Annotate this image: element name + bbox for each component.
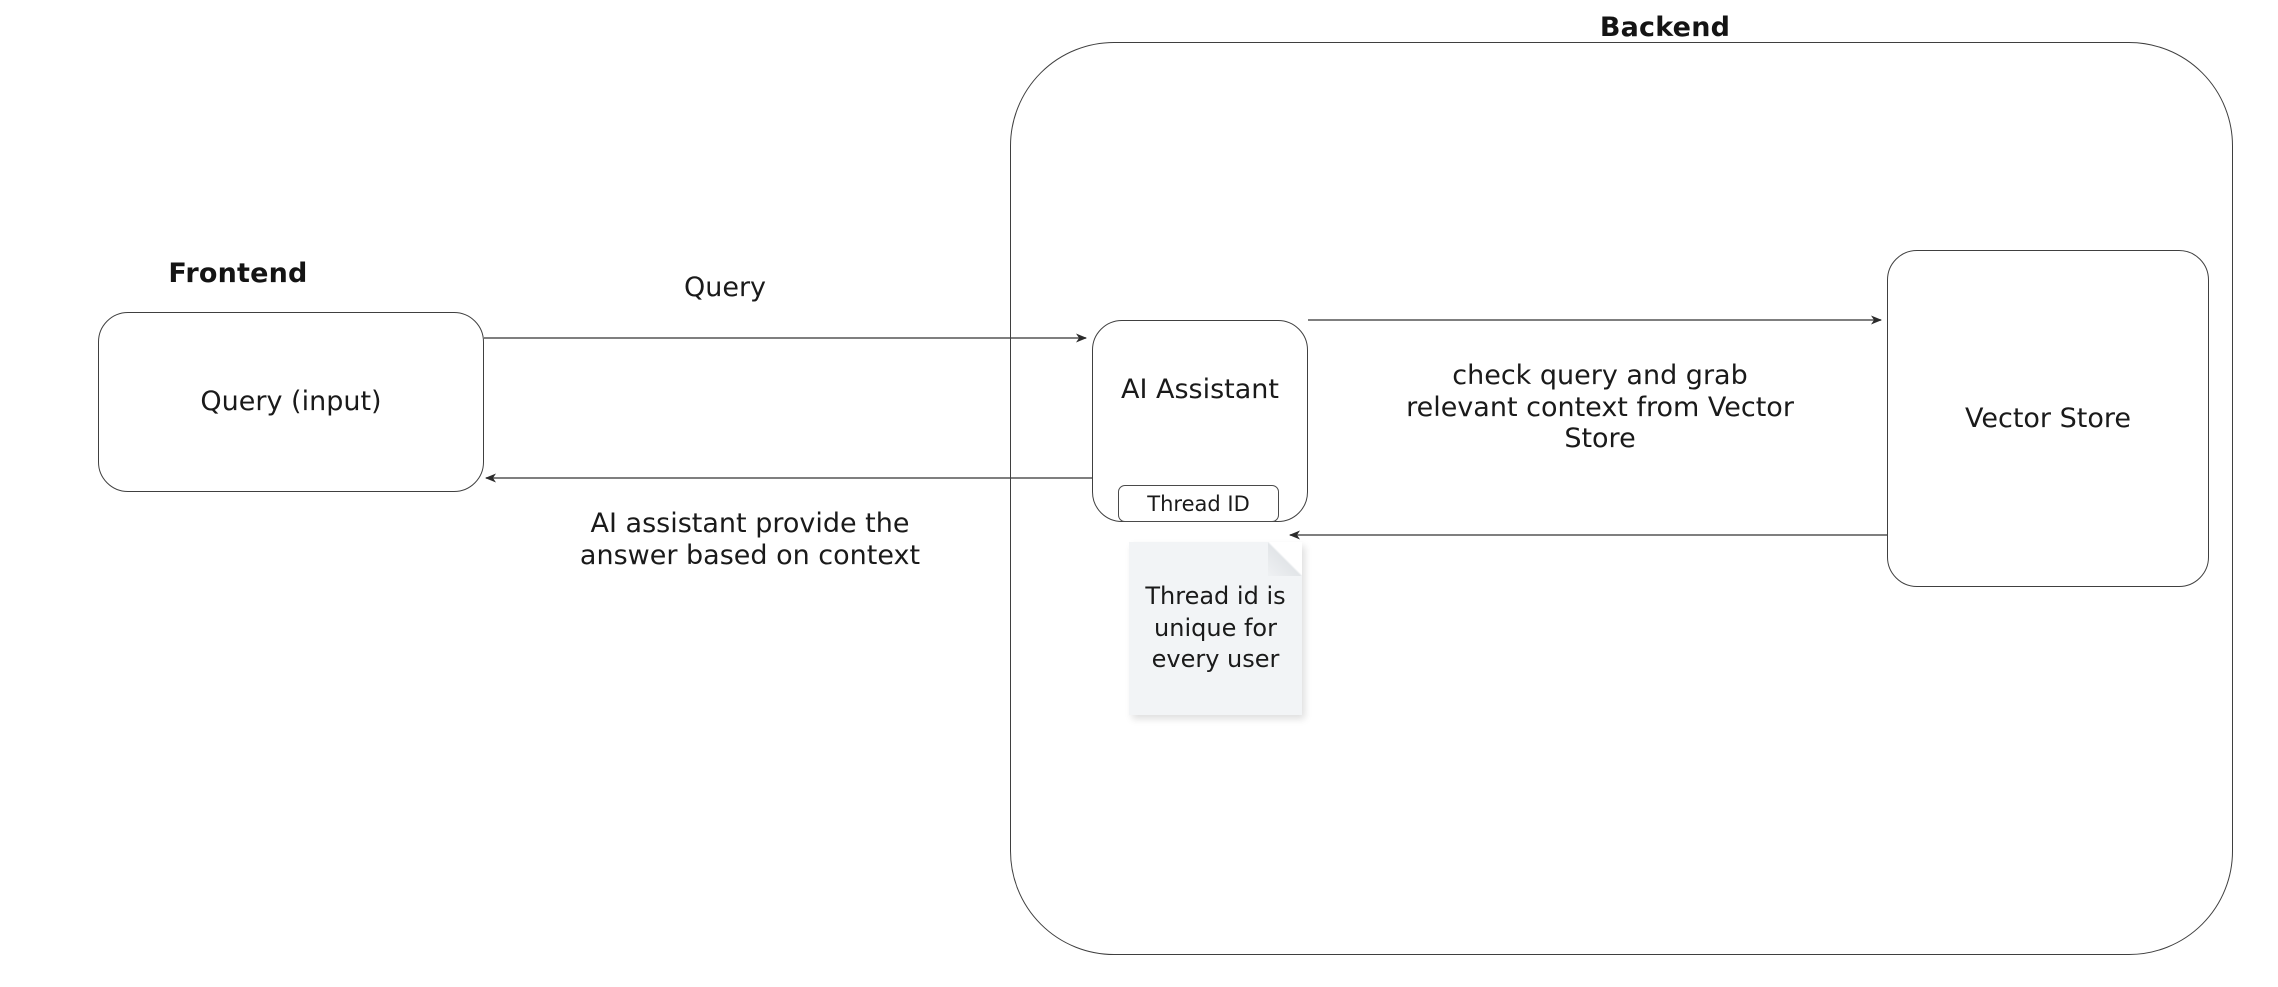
group-container-backend — [1010, 42, 2233, 955]
edge-label-query: Query — [683, 272, 767, 303]
thread-id-badge-label: Thread ID — [1147, 491, 1250, 516]
group-title-frontend: Frontend — [168, 258, 308, 289]
edge-label-answer: AI assistant provide the answer based on… — [579, 508, 921, 571]
node-query-input[interactable]: Query (input) — [98, 312, 484, 492]
node-ai-assistant-label: AI Assistant — [1120, 374, 1280, 405]
node-query-input-label: Query (input) — [200, 386, 382, 418]
group-title-backend: Backend — [1599, 12, 1731, 43]
node-ai-assistant[interactable]: AI Assistant Thread ID — [1092, 320, 1308, 522]
node-vector-store-label: Vector Store — [1965, 402, 2131, 434]
sticky-note-thread-id[interactable]: Thread id is unique for every user — [1129, 542, 1302, 715]
node-vector-store[interactable]: Vector Store — [1887, 250, 2209, 587]
thread-id-badge[interactable]: Thread ID — [1118, 485, 1279, 522]
sticky-note-thread-id-text: Thread id is unique for every user — [1145, 581, 1286, 674]
sticky-note-fold-icon — [1268, 542, 1302, 576]
edge-label-retrieve: check query and grab relevant context fr… — [1406, 360, 1794, 455]
